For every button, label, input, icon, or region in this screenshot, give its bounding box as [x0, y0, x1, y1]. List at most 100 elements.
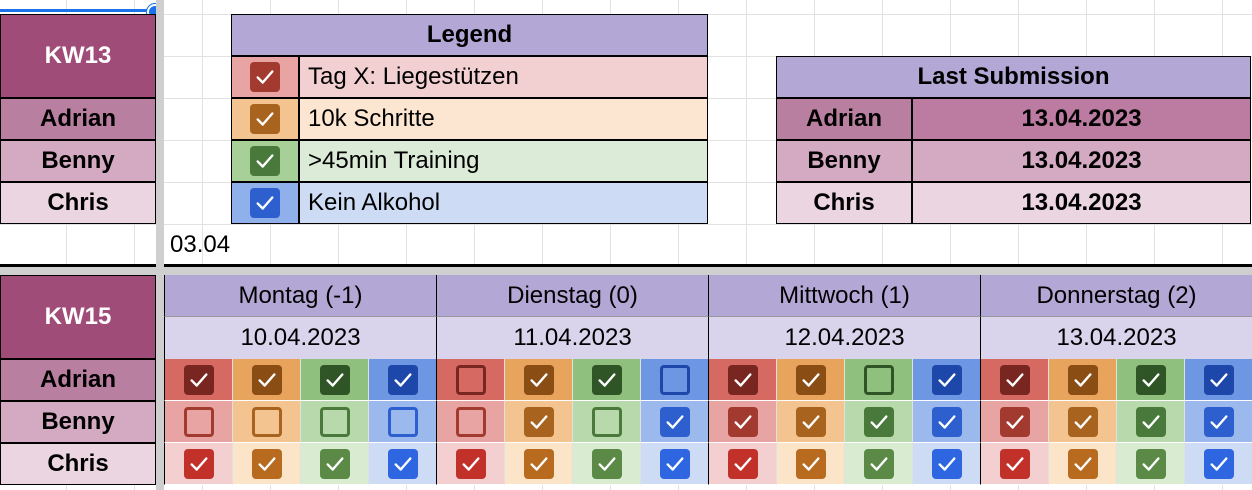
checkbox-steps[interactable]: [795, 364, 826, 395]
checkbox-cell-training[interactable]: [844, 401, 912, 443]
selected-cell-border[interactable]: [0, 0, 156, 12]
legend-training-check-icon[interactable]: [250, 146, 280, 176]
checkbox-pushups[interactable]: [999, 406, 1030, 437]
checkbox-no-alcohol[interactable]: [387, 448, 418, 479]
checkbox-steps[interactable]: [251, 406, 282, 437]
checkbox-no-alcohol[interactable]: [1203, 448, 1234, 479]
checkbox-cell-steps[interactable]: [504, 401, 572, 443]
checkbox-cell-pushups[interactable]: [436, 443, 504, 485]
checkbox-training[interactable]: [1135, 448, 1166, 479]
checkbox-cell-pushups[interactable]: [164, 401, 232, 443]
checkbox-cell-no-alcohol[interactable]: [368, 401, 436, 443]
checkbox-cell-pushups[interactable]: [164, 443, 232, 485]
last-submission-date[interactable]: 13.04.2023: [912, 140, 1251, 182]
legend-training-swatch[interactable]: [231, 140, 299, 182]
checkbox-cell-training[interactable]: [300, 359, 368, 401]
checkbox-no-alcohol[interactable]: [1203, 364, 1234, 395]
checkbox-cell-no-alcohol[interactable]: [640, 359, 708, 401]
frozen-row-divider[interactable]: [0, 264, 1252, 267]
checkbox-steps[interactable]: [251, 448, 282, 479]
checkbox-cell-no-alcohol[interactable]: [912, 443, 980, 485]
day-date[interactable]: 10.04.2023: [164, 317, 436, 359]
checkbox-cell-steps[interactable]: [232, 359, 300, 401]
checkbox-cell-training[interactable]: [1116, 359, 1184, 401]
week-label-kw15[interactable]: KW15: [0, 275, 156, 359]
day-header[interactable]: Donnerstag (2): [980, 275, 1252, 317]
checkbox-cell-pushups[interactable]: [708, 401, 776, 443]
checkbox-pushups[interactable]: [999, 448, 1030, 479]
checkbox-training[interactable]: [319, 448, 350, 479]
checkbox-training[interactable]: [863, 406, 894, 437]
checkbox-no-alcohol[interactable]: [387, 406, 418, 437]
checkbox-training[interactable]: [591, 406, 622, 437]
checkbox-training[interactable]: [863, 448, 894, 479]
checkbox-cell-steps[interactable]: [1048, 401, 1116, 443]
checkbox-cell-no-alcohol[interactable]: [1184, 443, 1252, 485]
checkbox-training[interactable]: [1135, 406, 1166, 437]
checkbox-steps[interactable]: [1067, 448, 1098, 479]
checkbox-training[interactable]: [319, 364, 350, 395]
checkbox-cell-training[interactable]: [572, 359, 640, 401]
checkbox-cell-steps[interactable]: [776, 359, 844, 401]
checkbox-steps[interactable]: [1067, 364, 1098, 395]
name-cell-chris[interactable]: Chris: [0, 182, 156, 224]
legend-no-alcohol-swatch[interactable]: [231, 182, 299, 224]
checkbox-training[interactable]: [863, 364, 894, 395]
checkbox-training[interactable]: [319, 406, 350, 437]
checkbox-no-alcohol[interactable]: [1203, 406, 1234, 437]
checkbox-cell-no-alcohol[interactable]: [368, 443, 436, 485]
week-label-kw13[interactable]: KW13: [0, 14, 156, 98]
checkbox-cell-training[interactable]: [572, 443, 640, 485]
checkbox-steps[interactable]: [1067, 406, 1098, 437]
legend-pushups-check-icon[interactable]: [250, 62, 280, 92]
checkbox-cell-no-alcohol[interactable]: [368, 359, 436, 401]
checkbox-cell-pushups[interactable]: [708, 359, 776, 401]
checkbox-pushups[interactable]: [727, 448, 758, 479]
checkbox-no-alcohol[interactable]: [659, 406, 690, 437]
name-cell-benny[interactable]: Benny: [0, 140, 156, 182]
legend-steps-check-icon[interactable]: [250, 104, 280, 134]
checkbox-no-alcohol[interactable]: [387, 364, 418, 395]
checkbox-pushups[interactable]: [727, 406, 758, 437]
day-header[interactable]: Mittwoch (1): [708, 275, 980, 317]
checkbox-steps[interactable]: [795, 406, 826, 437]
checkbox-cell-no-alcohol[interactable]: [640, 443, 708, 485]
checkbox-cell-steps[interactable]: [504, 443, 572, 485]
checkbox-cell-steps[interactable]: [232, 401, 300, 443]
checkbox-cell-steps[interactable]: [1048, 359, 1116, 401]
checkbox-pushups[interactable]: [183, 406, 214, 437]
last-submission-name[interactable]: Chris: [776, 182, 912, 224]
day-date[interactable]: 11.04.2023: [436, 317, 708, 359]
checkbox-cell-pushups[interactable]: [980, 359, 1048, 401]
checkbox-no-alcohol[interactable]: [659, 448, 690, 479]
checkbox-cell-training[interactable]: [572, 401, 640, 443]
legend-pushups-swatch[interactable]: [231, 56, 299, 98]
checkbox-cell-steps[interactable]: [504, 359, 572, 401]
last-submission-name[interactable]: Adrian: [776, 98, 912, 140]
checkbox-cell-training[interactable]: [1116, 401, 1184, 443]
checkbox-cell-steps[interactable]: [1048, 443, 1116, 485]
checkbox-cell-training[interactable]: [300, 401, 368, 443]
name-cell-chris[interactable]: Chris: [0, 443, 156, 485]
checkbox-cell-no-alcohol[interactable]: [1184, 401, 1252, 443]
checkbox-cell-no-alcohol[interactable]: [912, 401, 980, 443]
name-cell-adrian[interactable]: Adrian: [0, 359, 156, 401]
checkbox-no-alcohol[interactable]: [931, 406, 962, 437]
checkbox-no-alcohol[interactable]: [659, 364, 690, 395]
frozen-column-divider[interactable]: [156, 0, 164, 490]
checkbox-cell-steps[interactable]: [776, 443, 844, 485]
checkbox-cell-training[interactable]: [844, 443, 912, 485]
checkbox-cell-training[interactable]: [300, 443, 368, 485]
day-date[interactable]: 13.04.2023: [980, 317, 1252, 359]
checkbox-cell-no-alcohol[interactable]: [912, 359, 980, 401]
checkbox-cell-pushups[interactable]: [436, 359, 504, 401]
checkbox-cell-no-alcohol[interactable]: [1184, 359, 1252, 401]
checkbox-pushups[interactable]: [455, 448, 486, 479]
checkbox-cell-pushups[interactable]: [164, 359, 232, 401]
checkbox-steps[interactable]: [251, 364, 282, 395]
last-submission-date[interactable]: 13.04.2023: [912, 182, 1251, 224]
checkbox-cell-steps[interactable]: [776, 401, 844, 443]
last-submission-date[interactable]: 13.04.2023: [912, 98, 1251, 140]
checkbox-no-alcohol[interactable]: [931, 364, 962, 395]
day-date[interactable]: 12.04.2023: [708, 317, 980, 359]
